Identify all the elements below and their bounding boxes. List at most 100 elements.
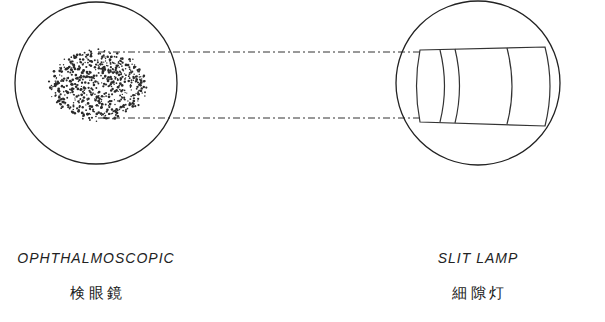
stipple-dot — [69, 61, 72, 64]
stipple-dot — [143, 86, 145, 88]
stipple-dot — [101, 95, 104, 98]
stipple-dot — [124, 80, 126, 82]
projection-line — [98, 52, 420, 53]
stipple-dot — [70, 69, 73, 72]
stipple-dot — [76, 77, 79, 80]
stipple-dot — [106, 62, 107, 63]
stipple-dot — [85, 66, 87, 68]
stipple-dot — [83, 86, 86, 89]
stipple-dot — [105, 92, 107, 94]
stipple-dot — [60, 93, 62, 95]
stipple-dot — [86, 58, 87, 59]
stipple-dot — [88, 113, 90, 115]
stipple-dot — [140, 90, 142, 92]
stipple-dot — [110, 62, 112, 64]
stipple-dot — [69, 106, 71, 108]
stipple-dot — [132, 58, 134, 60]
stipple-dot — [125, 104, 127, 106]
stipple-dot — [133, 80, 135, 82]
stipple-dot — [118, 73, 121, 76]
stipple-dot — [141, 78, 142, 79]
stipple-dot — [92, 109, 93, 110]
stipple-dot — [85, 77, 87, 79]
stipple-dot — [128, 75, 130, 77]
stipple-dot — [87, 102, 90, 105]
stipple-dot — [82, 99, 84, 101]
stipple-dot — [110, 56, 112, 58]
stipple-dot — [102, 77, 104, 79]
stipple-dot — [66, 97, 68, 99]
stipple-dot — [95, 69, 96, 70]
stipple-dot — [120, 79, 122, 81]
stipple-dot — [68, 58, 70, 60]
stipple-dot — [102, 85, 104, 87]
stipple-dot — [101, 56, 104, 59]
stipple-dot — [121, 57, 124, 60]
stipple-dot — [98, 53, 100, 55]
stipple-dot — [49, 87, 51, 89]
stipple-dot — [96, 104, 99, 107]
stipple-dot — [88, 117, 90, 119]
section-band — [440, 50, 445, 122]
stipple-dot — [117, 79, 119, 81]
stipple-dot — [94, 111, 95, 112]
stipple-dot — [78, 101, 80, 103]
stipple-dot — [68, 106, 70, 108]
stipple-dot — [98, 67, 101, 70]
view-circle: OPHTHALMOSCOPIC検 眼 鏡 — [6, 0, 186, 318]
stipple-dot — [54, 95, 56, 97]
stipple-dot — [67, 77, 69, 79]
stipple-dot — [90, 87, 92, 89]
stipple-dot — [66, 85, 68, 87]
stipple-dot — [95, 116, 97, 118]
stipple-dot — [78, 81, 79, 82]
stipple-dot — [129, 77, 131, 79]
stipple-dot — [134, 64, 135, 65]
stipple-dot — [112, 81, 115, 84]
stipple-dot — [112, 68, 114, 70]
stipple-dot — [81, 86, 82, 87]
stipple-dot — [132, 100, 135, 103]
stipple-dot — [113, 69, 114, 70]
stipple-dot — [103, 83, 105, 85]
stipple-dot — [76, 77, 78, 79]
stipple-dot — [108, 95, 111, 98]
stipple-dot — [143, 80, 145, 82]
stipple-dot — [91, 79, 93, 81]
stipple-dot — [119, 59, 121, 61]
stipple-dot — [139, 74, 140, 75]
stipple-dot — [63, 98, 65, 100]
stipple-dot — [121, 97, 123, 99]
stipple-dot — [74, 83, 76, 85]
stipple-dot — [66, 79, 68, 81]
stipple-dot — [55, 94, 57, 96]
stipple-dot — [127, 100, 128, 101]
stipple-dot — [71, 111, 73, 113]
stipple-dot — [105, 95, 107, 97]
stipple-dot — [70, 88, 73, 91]
section-outline — [417, 47, 551, 126]
stipple-dot — [86, 54, 87, 55]
stipple-dot — [64, 94, 65, 95]
stipple-dot — [95, 87, 97, 89]
stipple-dot — [107, 57, 108, 58]
stipple-dot — [74, 68, 76, 70]
stipple-dot — [133, 97, 135, 99]
stipple-dot — [78, 79, 81, 82]
stipple-dot — [57, 100, 60, 103]
stipple-dot — [82, 79, 84, 81]
stipple-dot — [90, 55, 93, 58]
stipple-dot — [103, 96, 104, 97]
stipple-dot — [73, 94, 75, 96]
stipple-dot — [61, 101, 63, 103]
stipple-dot — [72, 111, 74, 113]
stipple-dot — [62, 80, 64, 82]
stipple-dot — [79, 76, 82, 79]
stipple-dot — [119, 70, 121, 72]
stipple-dot — [97, 48, 99, 50]
stipple-dot — [89, 71, 91, 73]
stipple-dot — [136, 86, 138, 88]
stipple-dot — [121, 65, 123, 67]
stipple-dot — [61, 79, 63, 81]
